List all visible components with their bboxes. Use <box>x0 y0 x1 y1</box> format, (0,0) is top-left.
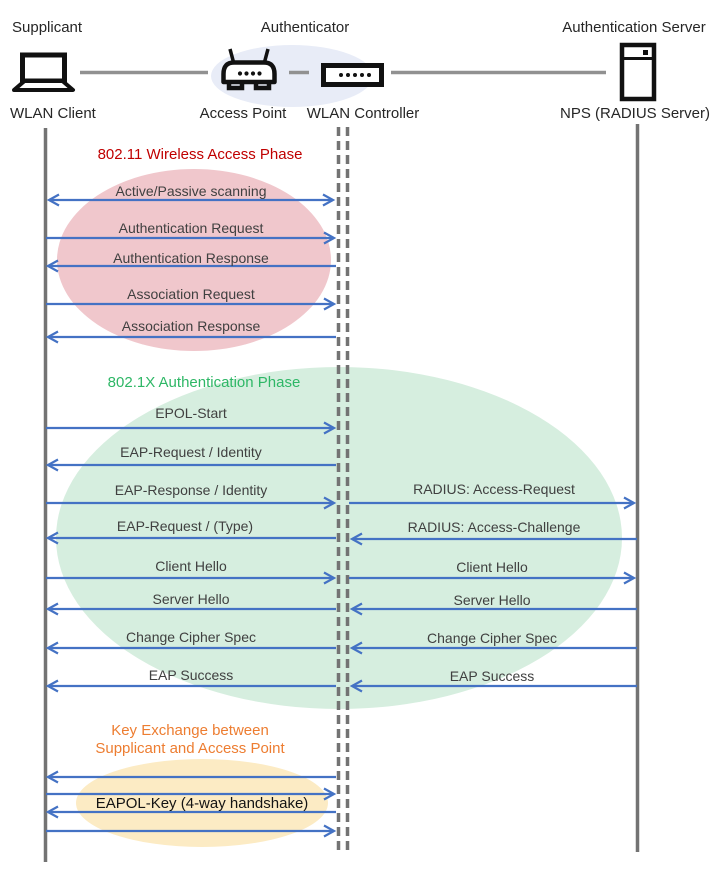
role-authenticator: Authenticator <box>260 19 350 36</box>
role-supplicant: Supplicant <box>12 19 83 36</box>
phase-title-wireless-access: 802.11 Wireless Access Phase <box>97 146 303 163</box>
msg-assoc-response: Association Response <box>121 318 261 334</box>
message-arrows <box>45 193 637 838</box>
msg-eapol-key: EAPOL-Key (4-way handshake) <box>95 795 309 812</box>
phase-title-authentication: 802.1X Authentication Phase <box>107 374 301 391</box>
msg-server-hello-left: Server Hello <box>152 591 230 607</box>
msg-assoc-request: Association Request <box>127 286 255 302</box>
msg-eap-success-left: EAP Success <box>148 667 234 683</box>
msg-epol-start: EPOL-Start <box>155 405 227 421</box>
msg-auth-response: Authentication Response <box>113 250 269 266</box>
msg-auth-request: Authentication Request <box>118 220 264 236</box>
phase-title-key-exchange-line2: Supplicant and Access Point <box>95 740 285 757</box>
device-wlan-client: WLAN Client <box>10 105 96 122</box>
msg-eap-success-right: EAP Success <box>449 668 535 684</box>
device-wlan-controller: WLAN Controller <box>306 105 420 122</box>
lifelines <box>43 124 640 862</box>
access-point-icon <box>221 48 277 91</box>
phase-title-key-exchange-line1: Key Exchange between <box>111 722 269 739</box>
msg-scanning: Active/Passive scanning <box>115 183 267 199</box>
msg-change-cipher-left: Change Cipher Spec <box>126 629 256 645</box>
server-icon <box>619 42 657 102</box>
role-authentication-server: Authentication Server <box>562 19 706 36</box>
msg-eap-request-identity: EAP-Request / Identity <box>120 444 262 460</box>
msg-radius-access-request: RADIUS: Access-Request <box>413 481 575 497</box>
laptop-icon <box>12 52 75 92</box>
msg-change-cipher-right: Change Cipher Spec <box>427 630 557 646</box>
wireless-access-phase-ellipse <box>57 169 331 351</box>
device-nps-radius-server: NPS (RADIUS Server) <box>559 105 711 122</box>
msg-eap-request-type: EAP-Request / (Type) <box>116 518 254 534</box>
msg-client-hello-right: Client Hello <box>456 559 528 575</box>
msg-eap-response-identity: EAP-Response / Identity <box>114 482 268 498</box>
msg-server-hello-right: Server Hello <box>453 592 531 608</box>
msg-radius-access-challenge: RADIUS: Access-Challenge <box>407 519 581 535</box>
device-access-point: Access Point <box>199 105 287 122</box>
msg-client-hello-left: Client Hello <box>155 558 227 574</box>
wlan-controller-icon <box>321 63 384 87</box>
key-exchange-phase-ellipse <box>76 759 328 847</box>
